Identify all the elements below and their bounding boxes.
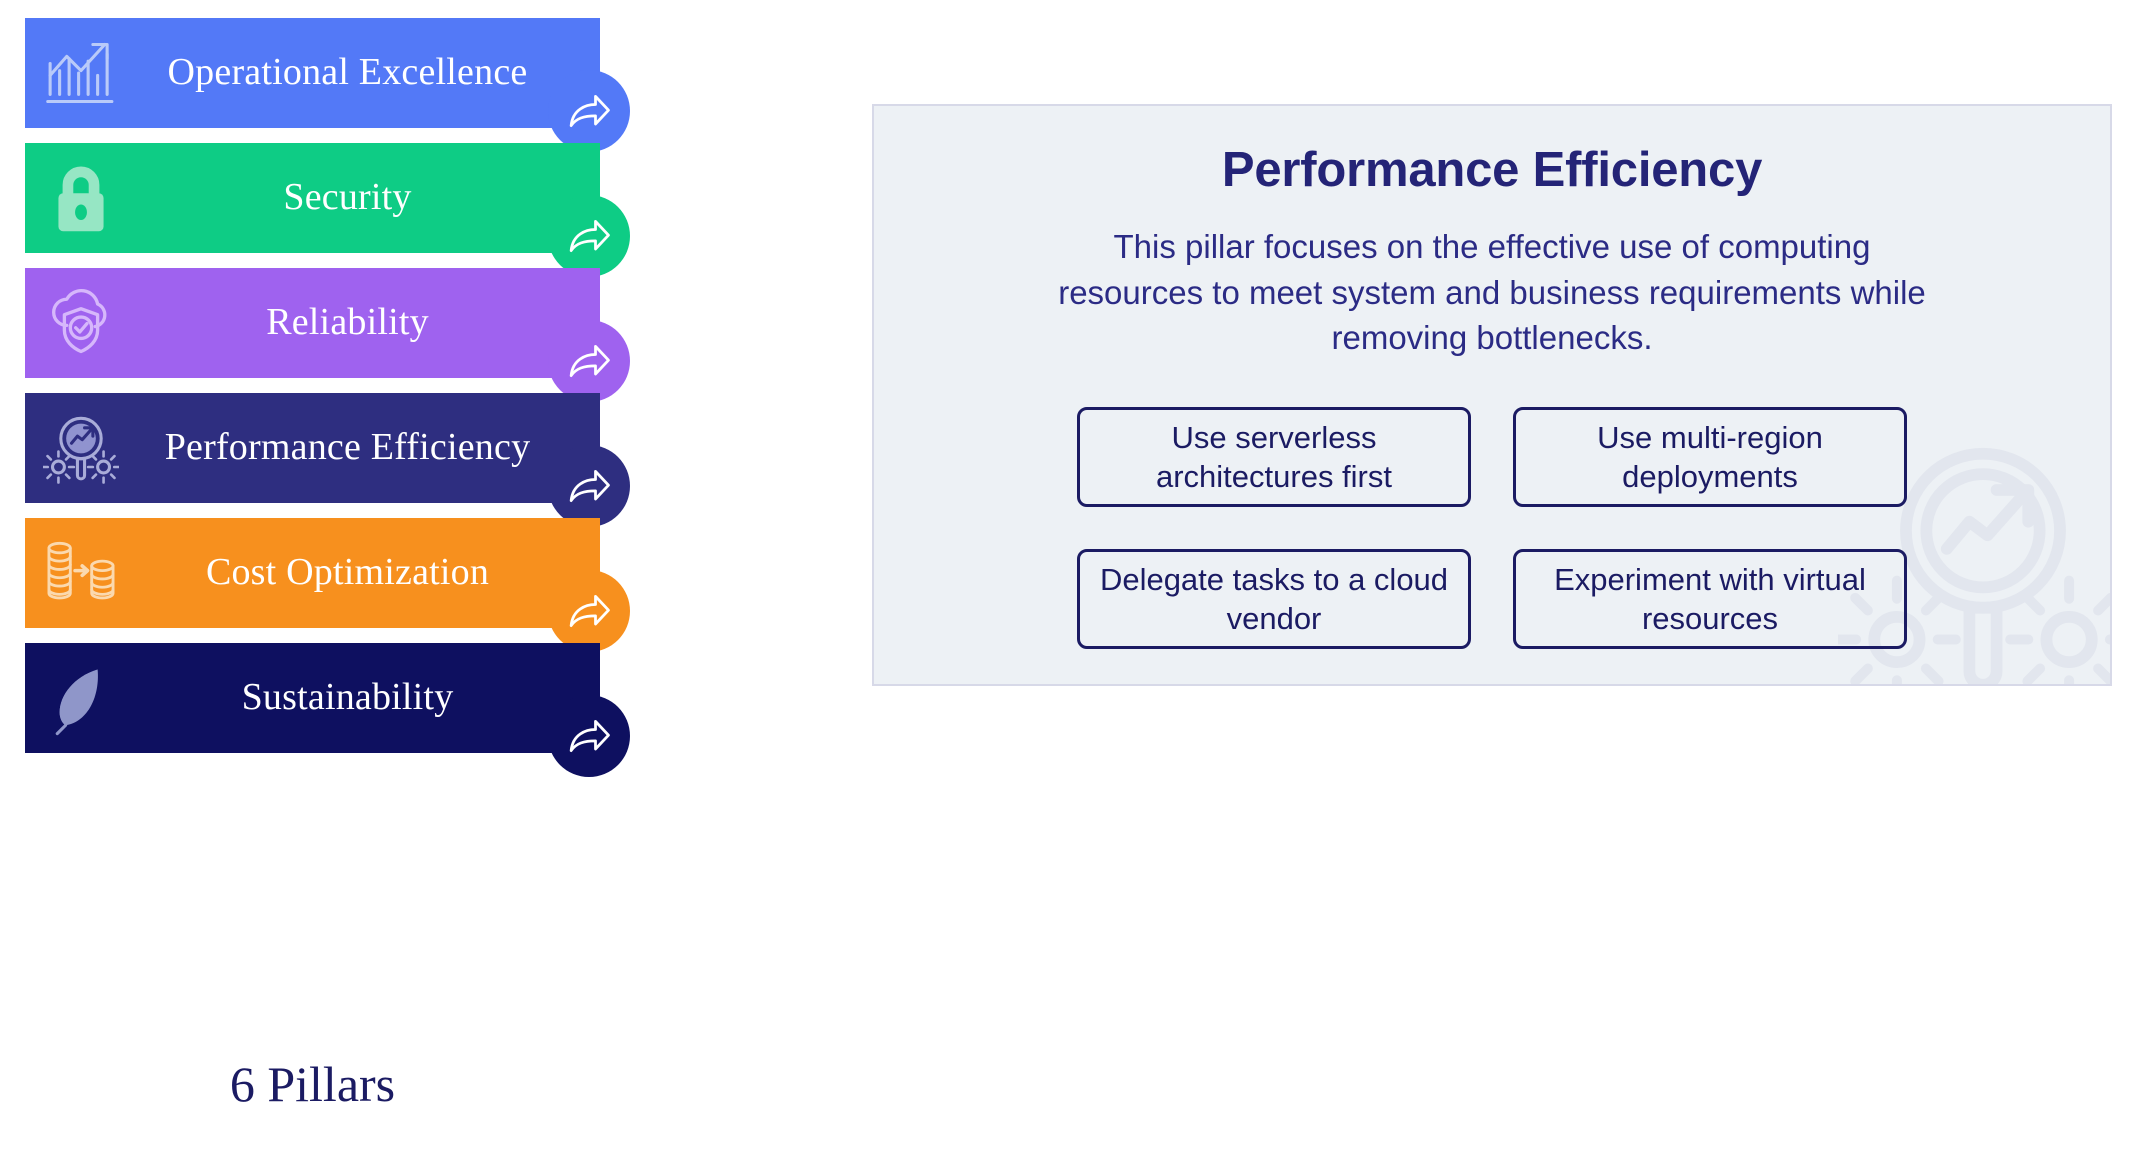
recommendation-card[interactable]: Experiment with virtual resources	[1513, 548, 1907, 649]
pillar-label: Cost Optimization	[205, 551, 490, 594]
pillar-bar: Performance Efficiency	[25, 393, 600, 503]
pillar-label: Security	[283, 176, 412, 219]
pillar-label: Operational Excellence	[167, 51, 528, 94]
pillar-bar: Operational Excellence	[25, 18, 600, 128]
pillar-bar: Sustainability	[25, 643, 600, 753]
recommendation-card[interactable]: Use multi-region deployments	[1513, 406, 1907, 507]
magnifier-gears-icon	[43, 410, 119, 486]
recommendation-card[interactable]: Delegate tasks to a cloud vendor	[1077, 548, 1471, 649]
pillar-detail-panel: Performance Efficiency This pillar focus…	[872, 104, 2112, 686]
pillar-item-reliability[interactable]: Reliability	[25, 268, 835, 402]
share-arrow-icon[interactable]	[548, 445, 630, 527]
pillar-item-security[interactable]: Security	[25, 143, 835, 277]
padlock-icon	[43, 160, 119, 236]
pillar-bar: Reliability	[25, 268, 600, 378]
pillar-label: Reliability	[266, 301, 429, 344]
pillar-list: Operational Excellence Security	[25, 18, 835, 777]
pillar-item-cost-optimization[interactable]: Cost Optimization	[25, 518, 835, 652]
share-arrow-icon[interactable]	[548, 570, 630, 652]
share-arrow-icon[interactable]	[548, 695, 630, 777]
cloud-shield-check-icon	[43, 285, 119, 361]
pillar-bar: Security	[25, 143, 600, 253]
share-arrow-icon[interactable]	[548, 70, 630, 152]
recommendation-grid: Use serverless architectures first Use m…	[1077, 406, 1907, 649]
share-arrow-icon[interactable]	[548, 320, 630, 402]
panel-description: This pillar focuses on the effective use…	[1058, 228, 1926, 357]
bar-chart-growth-icon	[43, 35, 119, 111]
panel-title: Performance Efficiency	[1221, 143, 1763, 197]
share-arrow-icon[interactable]	[548, 195, 630, 277]
pillar-bar: Cost Optimization	[25, 518, 600, 628]
pillar-label: Performance Efficiency	[164, 426, 531, 469]
recommendation-card[interactable]: Use serverless architectures first	[1077, 406, 1471, 507]
pillar-item-sustainability[interactable]: Sustainability	[25, 643, 835, 777]
pillar-label: Sustainability	[241, 676, 454, 719]
coin-stacks-transfer-icon	[43, 535, 119, 611]
leaf-feather-icon	[43, 660, 119, 736]
pillar-item-performance-efficiency[interactable]: Performance Efficiency	[25, 393, 835, 527]
pillar-item-operational-excellence[interactable]: Operational Excellence	[25, 18, 835, 152]
pillars-count-caption: 6 Pillars	[229, 1056, 396, 1112]
